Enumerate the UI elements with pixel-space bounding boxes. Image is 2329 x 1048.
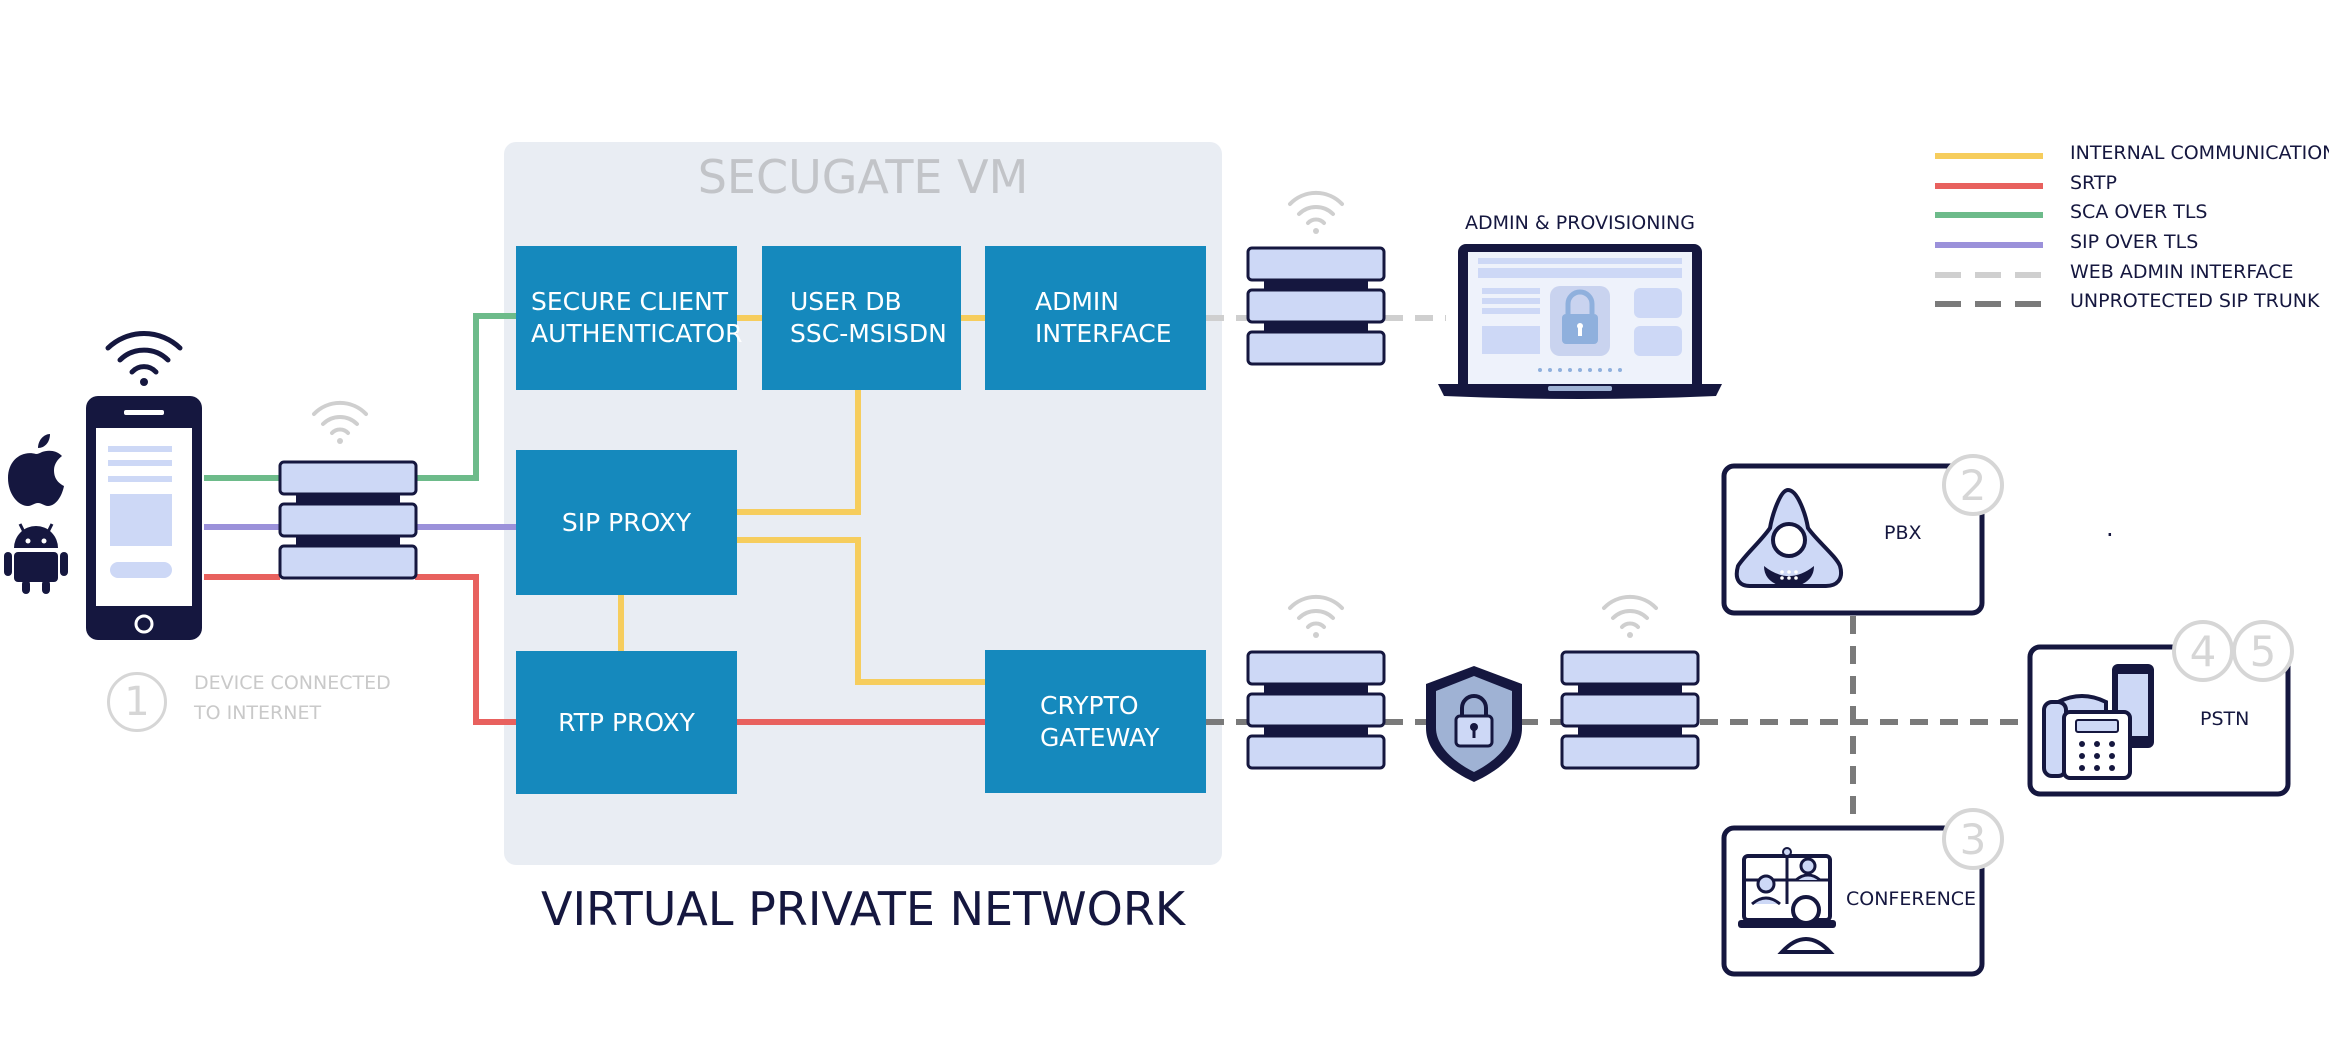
android-icon: [4, 523, 68, 594]
userdb-label-2: SSC-MSISDN: [790, 319, 947, 348]
rtp-proxy-box: RTP PROXY: [516, 651, 737, 794]
apple-icon: [8, 434, 64, 506]
pstn-number-badge-b: 5: [2232, 620, 2294, 682]
legend-item-trunk: UNPROTECTED SIP TRUNK: [1935, 288, 2319, 318]
internal-sip-crypto: [737, 537, 985, 685]
legend-swatch-web-admin: [1935, 272, 2043, 278]
user-db-box: USER DB SSC-MSISDN: [762, 246, 961, 390]
device-number: 1: [124, 679, 150, 725]
sca-label-1: SECURE CLIENT: [531, 287, 729, 316]
crypto-gateway-box: CRYPTO GATEWAY: [985, 650, 1206, 793]
legend-label-sca: SCA OVER TLS: [2070, 201, 2208, 223]
sip-proxy-box: SIP PROXY: [516, 450, 737, 595]
secugate-vm-title: SECUGATE VM: [697, 150, 1029, 204]
admin-if-label-2: INTERFACE: [1035, 319, 1172, 348]
device-label-2: TO INTERNET: [194, 702, 322, 724]
conference-label: CONFERENCE: [1846, 888, 1977, 910]
crypto-label-1: CRYPTO: [1040, 690, 1139, 720]
pbx-label: PBX: [1884, 522, 1922, 544]
sca-label-2: AUTHENTICATOR: [531, 319, 743, 348]
legend-swatch-sip: [1935, 242, 2043, 248]
server-icon-trunk-1: [1246, 650, 1386, 770]
shield-lock-icon: [1426, 666, 1522, 782]
legend-item-internal: INTERNAL COMMUNICATION: [1935, 140, 2329, 170]
sca-line-vm: [415, 313, 516, 481]
server-icon-admin: [1246, 246, 1386, 366]
userdb-label-1: USER DB: [790, 287, 902, 316]
pbx-number-badge: 2: [1942, 454, 2004, 516]
pstn-number-b: 5: [2249, 626, 2277, 676]
admin-if-label-1: ADMIN: [1035, 287, 1119, 316]
pbx-number: 2: [1959, 460, 1987, 510]
pstn-number-badge-a: 4: [2172, 620, 2234, 682]
conference-icon: [1738, 847, 1836, 954]
legend-item-sca: SCA OVER TLS: [1935, 199, 2315, 229]
legend-swatch-internal: [1935, 153, 2043, 159]
conference-number-badge: 3: [1942, 808, 2004, 870]
internal-sip-userdb: [737, 390, 861, 515]
admin-interface-box: ADMIN INTERFACE: [985, 246, 1206, 390]
rtp-proxy-label: RTP PROXY: [558, 707, 695, 737]
srtp-line-vm: [415, 574, 516, 725]
legend-item-sip: SIP OVER TLS: [1935, 229, 2315, 259]
stray-dot: .: [2106, 514, 2114, 542]
crypto-label-2: GATEWAY: [1040, 722, 1160, 752]
legend-label-internal: INTERNAL COMMUNICATION: [2070, 142, 2329, 164]
laptop-icon: [1438, 244, 1722, 399]
legend-swatch-srtp: [1935, 183, 2043, 189]
sip-proxy-label: SIP PROXY: [561, 507, 692, 537]
wifi-icon: [105, 331, 183, 386]
wifi-icon-admin: [1288, 190, 1344, 236]
legend-item-srtp: SRTP: [1935, 170, 2315, 200]
secure-client-authenticator-box: SECURE CLIENT AUTHENTICATOR: [516, 246, 743, 390]
telephone-icon: [2042, 664, 2154, 780]
wifi-icon-trunk-1: [1288, 594, 1344, 640]
legend-label-sip: SIP OVER TLS: [2070, 231, 2199, 253]
admin-provisioning-label: ADMIN & PROVISIONING: [1465, 212, 1695, 234]
pstn-label: PSTN: [2200, 708, 2250, 730]
legend-swatch-trunk: [1935, 301, 2043, 307]
legend-label-trunk: UNPROTECTED SIP TRUNK: [2070, 290, 2320, 312]
legend-swatch-sca: [1935, 212, 2043, 218]
server-icon-trunk-2: [1560, 650, 1700, 770]
smartphone-icon: [86, 396, 202, 640]
server-icon-left: [278, 460, 418, 580]
legend-item-web-admin: WEB ADMIN INTERFACE: [1935, 259, 2315, 289]
device-number-badge: 1: [107, 672, 167, 732]
legend-label-srtp: SRTP: [2070, 172, 2117, 194]
pbx-icon: [1734, 487, 1843, 588]
wifi-icon-trunk-2: [1602, 594, 1658, 640]
device-label-1: DEVICE CONNECTED: [194, 672, 391, 694]
legend-label-web-admin: WEB ADMIN INTERFACE: [2070, 261, 2294, 283]
conference-number: 3: [1959, 814, 1987, 864]
wifi-icon-left: [312, 400, 368, 446]
network-title: VIRTUAL PRIVATE NETWORK: [541, 882, 1185, 936]
pstn-number-a: 4: [2189, 626, 2217, 676]
